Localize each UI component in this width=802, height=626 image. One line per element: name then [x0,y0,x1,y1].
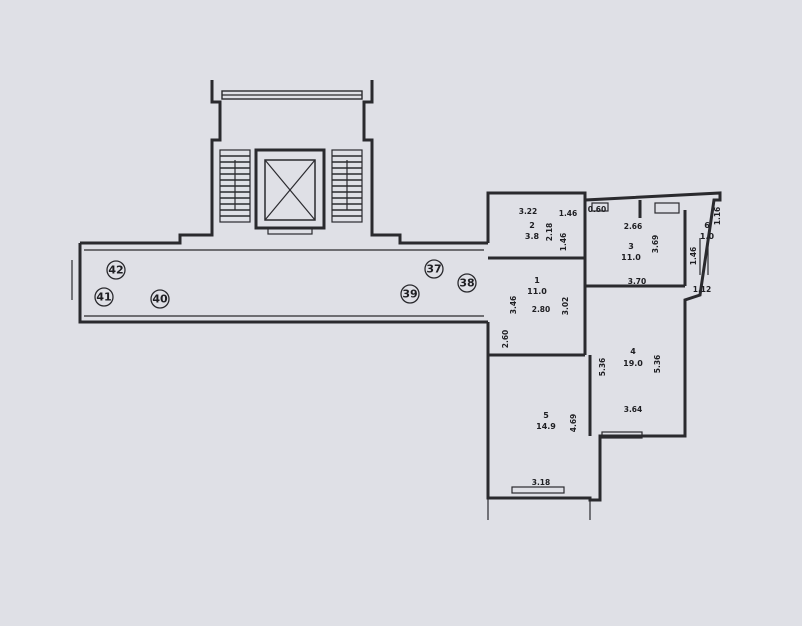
apartment-badge-41: 41 [94,287,114,307]
svg-text:5.36: 5.36 [598,358,607,377]
svg-text:39: 39 [402,288,417,301]
svg-text:41: 41 [96,291,111,304]
svg-text:2: 2 [529,221,535,230]
elevator-shaft [254,148,326,235]
svg-text:2.80: 2.80 [532,305,551,314]
svg-text:1.0: 1.0 [700,232,715,241]
svg-text:3.22: 3.22 [519,207,538,216]
room-2: 2 3.8 [525,221,540,241]
svg-text:42: 42 [108,264,123,277]
svg-text:4: 4 [630,347,636,356]
apartment-badge-40: 40 [150,289,170,309]
room-6: 6 1.0 [700,221,715,241]
stairs-right [331,149,363,223]
svg-text:1: 1 [534,276,540,285]
svg-text:4.69: 4.69 [569,414,578,433]
apartment-badge-42: 42 [106,260,126,280]
svg-text:3.70: 3.70 [628,277,647,286]
dimension-labels: 3.22 1.46 2.18 1.46 0.60 2.66 3.69 3.70 … [501,205,722,487]
room-3: 3 11.0 [621,242,641,262]
svg-text:3: 3 [628,242,634,251]
svg-text:3.46: 3.46 [509,296,518,315]
svg-text:3.8: 3.8 [525,232,540,241]
svg-text:37: 37 [426,263,441,276]
svg-text:0.60: 0.60 [588,205,607,214]
apartment-badge-38: 38 [457,273,477,293]
svg-text:2.18: 2.18 [545,223,554,242]
svg-text:1.46: 1.46 [559,233,568,252]
svg-text:5: 5 [543,411,549,420]
svg-text:3.02: 3.02 [561,297,570,316]
svg-text:3.69: 3.69 [651,235,660,254]
room-5: 5 14.9 [536,411,556,431]
svg-text:1.16: 1.16 [713,207,722,226]
svg-text:11.0: 11.0 [621,253,641,262]
svg-text:6: 6 [704,221,710,230]
svg-text:38: 38 [459,277,474,290]
corridor [71,243,488,324]
svg-text:2.60: 2.60 [501,330,510,349]
apartment-badge-37: 37 [424,259,444,279]
svg-text:14.9: 14.9 [536,422,556,431]
stair-core [80,80,488,245]
svg-text:5.36: 5.36 [653,355,662,374]
apartment-badge-39: 39 [400,284,420,304]
stairs-left [219,149,251,223]
room-4: 4 19.0 [623,347,643,368]
svg-text:19.0: 19.0 [623,359,643,368]
svg-text:1.46: 1.46 [689,247,698,266]
apartment-plan [486,191,722,520]
room-1: 1 11.0 [527,276,547,296]
svg-text:11.0: 11.0 [527,287,547,296]
svg-text:3.18: 3.18 [532,478,551,487]
svg-text:1.46: 1.46 [559,209,578,218]
svg-text:3.64: 3.64 [624,405,643,414]
svg-text:1.12: 1.12 [693,285,712,294]
svg-text:2.66: 2.66 [624,222,643,231]
svg-text:40: 40 [152,293,168,306]
